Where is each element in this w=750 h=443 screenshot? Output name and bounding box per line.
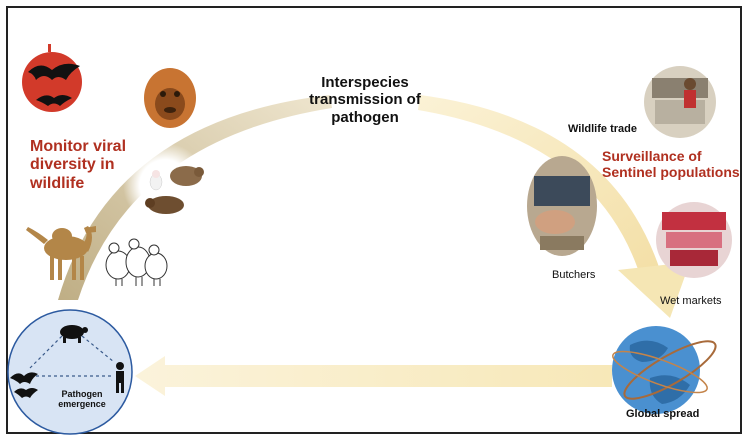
butcher-photo bbox=[527, 156, 597, 256]
person-icon bbox=[116, 362, 124, 393]
bat-icon bbox=[22, 44, 82, 112]
pathogen-emergence-label: Pathogen emergence bbox=[58, 389, 106, 410]
globe-icon bbox=[612, 326, 717, 414]
monitor-viral-diversity-label: Monitor viral diversity in wildlife bbox=[30, 138, 127, 192]
wet-markets-label: Wet markets bbox=[660, 295, 722, 307]
camel-icon bbox=[26, 226, 96, 280]
glow-rodents bbox=[123, 143, 207, 227]
wildlife-trade-photo bbox=[644, 66, 716, 138]
rodents-icon bbox=[145, 166, 204, 214]
pig-icon bbox=[60, 325, 88, 343]
surveillance-label: Surveillance of Sentinel populations bbox=[602, 148, 740, 181]
emergence-circle bbox=[7, 309, 133, 435]
small-bats-icon bbox=[10, 372, 38, 398]
wildlife-trade-label: Wildlife trade bbox=[568, 123, 637, 135]
butchers-label: Butchers bbox=[552, 269, 596, 281]
arc-right bbox=[418, 95, 660, 275]
orangutan-icon bbox=[144, 68, 196, 128]
arc-right-arrowhead bbox=[618, 262, 690, 318]
poultry-icon bbox=[105, 238, 168, 286]
wet-market-photo bbox=[656, 202, 732, 278]
global-spread-label: Global spread bbox=[626, 408, 700, 420]
interspecies-title: Interspecies transmission of pathogen bbox=[309, 74, 421, 126]
bottom-arrow bbox=[135, 356, 612, 396]
arc-left bbox=[58, 95, 332, 300]
